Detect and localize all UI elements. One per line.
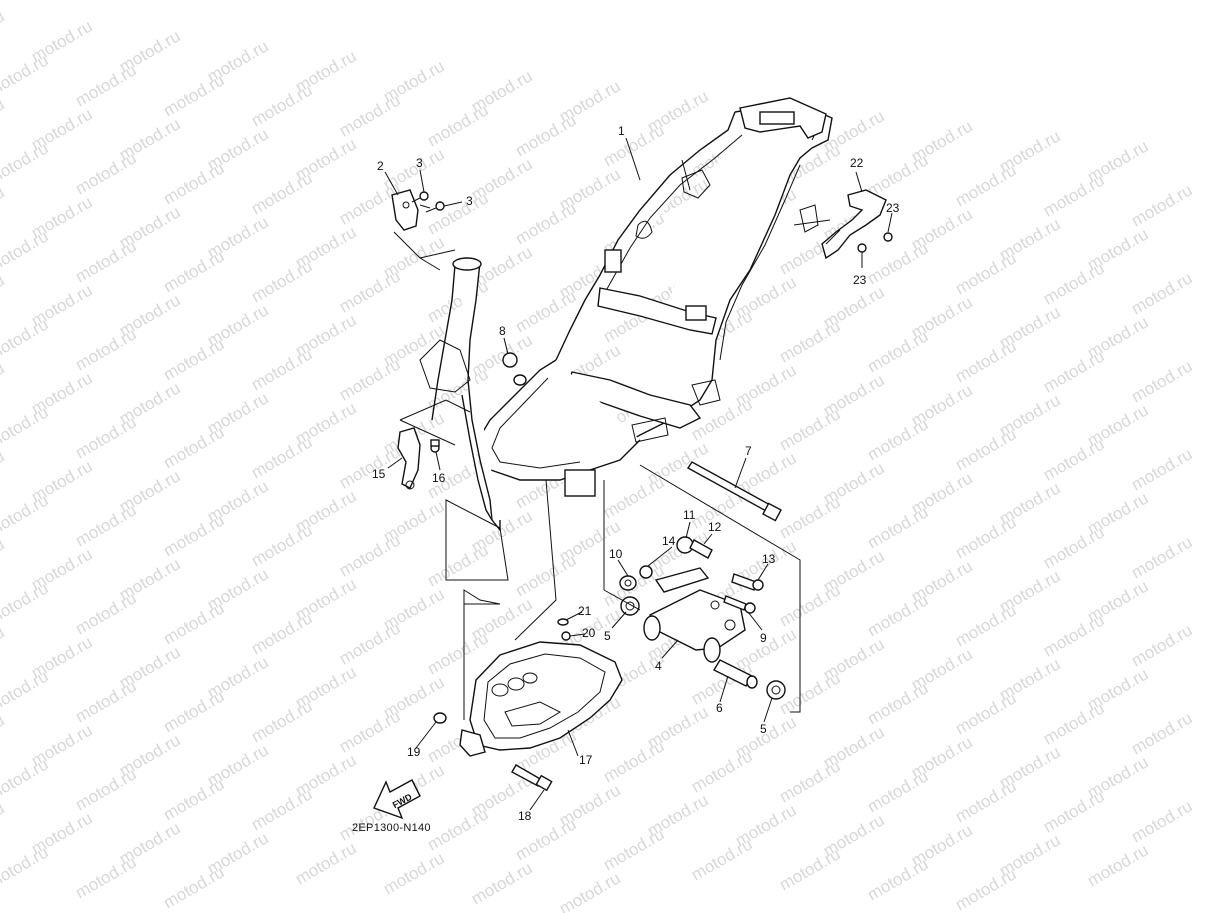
callout-5a: 5 bbox=[604, 629, 611, 643]
callout-2: 2 bbox=[377, 159, 384, 173]
guide-lines bbox=[393, 159, 831, 720]
bolt-9 bbox=[723, 595, 756, 614]
callout-19: 19 bbox=[407, 745, 421, 759]
callout-20: 20 bbox=[582, 626, 596, 640]
callout-16: 16 bbox=[432, 471, 446, 485]
bolt-3-lower bbox=[425, 201, 445, 213]
callout-3b: 3 bbox=[466, 194, 473, 208]
shaft-6 bbox=[713, 659, 758, 689]
callout-22: 22 bbox=[850, 156, 864, 170]
bolt-7 bbox=[686, 461, 782, 522]
callout-17: 17 bbox=[579, 753, 593, 767]
bolt-3-upper bbox=[411, 191, 429, 203]
callout-5b: 5 bbox=[760, 722, 767, 736]
leader-lines bbox=[384, 137, 893, 811]
bushing-10 bbox=[619, 575, 637, 591]
callout-15: 15 bbox=[372, 467, 386, 481]
callout-14: 14 bbox=[662, 534, 676, 548]
stay-bracket bbox=[391, 189, 431, 231]
washer-21 bbox=[557, 618, 569, 626]
callout-10: 10 bbox=[609, 547, 623, 561]
callout-23b: 23 bbox=[853, 273, 867, 287]
callout-12: 12 bbox=[708, 520, 722, 534]
link-arm bbox=[654, 567, 710, 593]
washer-14 bbox=[639, 565, 653, 579]
rear-stay-22 bbox=[821, 189, 887, 260]
bolt-18 bbox=[511, 764, 553, 792]
collar-11 bbox=[676, 536, 694, 554]
callout-8: 8 bbox=[499, 324, 506, 338]
collar-8 bbox=[502, 352, 527, 386]
callout-13: 13 bbox=[762, 552, 776, 566]
bolt-23-lower bbox=[857, 243, 867, 253]
callout-1: 1 bbox=[618, 124, 625, 138]
bolt-16 bbox=[430, 439, 440, 453]
nut-19 bbox=[433, 712, 447, 724]
diagram-code: 2EP1300-N140 bbox=[352, 822, 431, 834]
callout-23a: 23 bbox=[886, 201, 900, 215]
callout-4: 4 bbox=[655, 659, 662, 673]
callouts: 1 2 3 3 4 5 5 6 7 8 9 10 11 12 13 14 15 … bbox=[372, 124, 900, 823]
bushing-5-left bbox=[620, 596, 640, 616]
callout-11: 11 bbox=[683, 508, 696, 522]
callout-7: 7 bbox=[745, 444, 752, 458]
bolt-23-upper bbox=[883, 232, 893, 242]
bracket-15 bbox=[397, 427, 421, 490]
fwd-arrow-icon: FWD bbox=[373, 779, 421, 820]
bolt-20 bbox=[561, 631, 571, 641]
pin-12 bbox=[689, 539, 713, 559]
bushing-5-right bbox=[766, 680, 786, 700]
floor-panel-17 bbox=[459, 641, 623, 757]
callout-6: 6 bbox=[716, 701, 723, 715]
pivot-bracket-4 bbox=[643, 589, 746, 663]
callout-21: 21 bbox=[578, 604, 592, 618]
callout-18: 18 bbox=[518, 809, 532, 823]
callout-3a: 3 bbox=[416, 156, 423, 170]
callout-9: 9 bbox=[760, 631, 767, 645]
main-frame bbox=[419, 97, 833, 532]
bolt-13 bbox=[731, 573, 764, 591]
